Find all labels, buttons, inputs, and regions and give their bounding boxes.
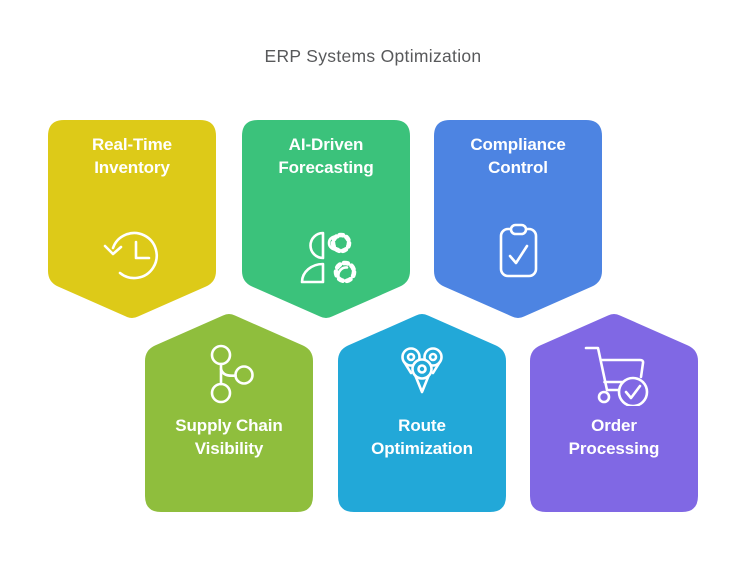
- banner-shape-down: [242, 120, 410, 318]
- page-title: ERP Systems Optimization: [264, 46, 482, 66]
- badge-label: Real-Time Inventory: [48, 133, 216, 179]
- badge-label-line2: Visibility: [194, 439, 264, 458]
- badge-compliance-control: Compliance Control: [434, 120, 602, 320]
- badge-label: Route Optimization: [338, 414, 506, 460]
- badge-label-line2: Control: [488, 158, 548, 177]
- badge-route-optimization: Route Optimization: [338, 312, 506, 512]
- banner-shape-up: [145, 314, 313, 512]
- badge-label-line2: Optimization: [371, 439, 473, 458]
- badge-supply-chain-visibility: Supply Chain Visibility: [145, 312, 313, 512]
- badge-label: Order Processing: [530, 414, 698, 460]
- badge-label-line1: Supply Chain: [175, 416, 283, 435]
- badge-label: AI-Driven Forecasting: [242, 133, 410, 179]
- banner-shape-up: [530, 314, 698, 512]
- badge-label: Supply Chain Visibility: [145, 414, 313, 460]
- badge-real-time-inventory: Real-Time Inventory: [48, 120, 216, 320]
- banner-shape-up: [338, 314, 506, 512]
- badge-label-line1: Order: [591, 416, 637, 435]
- badge-label-line1: Route: [398, 416, 446, 435]
- badge-label-line1: Compliance: [470, 135, 566, 154]
- badge-order-processing: Order Processing: [530, 312, 698, 512]
- banner-shape-down: [434, 120, 602, 318]
- badge-label-line1: AI-Driven: [288, 135, 364, 154]
- banner-shape-down: [48, 120, 216, 318]
- clipboard-check-icon: [434, 220, 602, 284]
- network-nodes-icon: [145, 342, 313, 406]
- badge-label-line2: Forecasting: [278, 158, 374, 177]
- cart-check-icon: [530, 342, 698, 406]
- history-clock-icon: [48, 220, 216, 284]
- badge-label-line1: Real-Time: [91, 135, 173, 154]
- badge-label: Compliance Control: [434, 133, 602, 179]
- map-pins-icon: [338, 342, 506, 406]
- badge-label-line2: Inventory: [94, 158, 170, 177]
- badge-label-line2: Processing: [568, 439, 660, 458]
- person-gears-icon: [242, 220, 410, 284]
- badge-ai-driven-forecasting: AI-Driven Forecasting: [242, 120, 410, 320]
